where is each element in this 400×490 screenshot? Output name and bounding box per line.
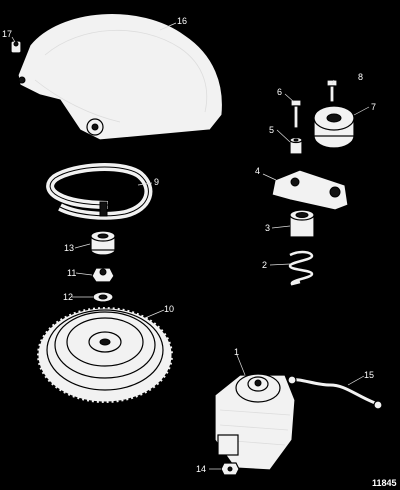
nut-part-11 xyxy=(91,267,115,283)
bushing-part-3 xyxy=(289,209,315,238)
bolt-part-6 xyxy=(290,99,302,129)
spacer-part-5 xyxy=(289,136,303,155)
leader-lines xyxy=(11,22,370,470)
callout-13: 13 xyxy=(64,243,74,253)
washer-part-12 xyxy=(92,291,114,303)
figure-reference-number: 11845 xyxy=(372,478,397,488)
callout-3: 3 xyxy=(265,223,270,233)
callout-9: 9 xyxy=(154,177,159,187)
callout-7: 7 xyxy=(371,102,376,112)
flywheel-cover-part-16 xyxy=(17,12,224,141)
drive-belt-part-9 xyxy=(46,163,153,220)
callout-6: 6 xyxy=(277,87,282,97)
idler-pulley-part-7 xyxy=(313,105,355,149)
callout-10: 10 xyxy=(164,304,174,314)
flywheel-part-10 xyxy=(35,305,175,405)
grommet-part-17 xyxy=(10,40,22,54)
callout-14: 14 xyxy=(196,464,206,474)
tensioner-bracket-part-4 xyxy=(271,169,349,211)
callout-16: 16 xyxy=(177,16,187,26)
bolt-part-8 xyxy=(326,79,338,103)
alternator-part-1 xyxy=(214,373,296,471)
cable-part-15 xyxy=(287,375,383,410)
callout-4: 4 xyxy=(255,166,260,176)
callout-1: 1 xyxy=(234,347,239,357)
callout-5: 5 xyxy=(269,125,274,135)
callout-8: 8 xyxy=(358,72,363,82)
callout-17: 17 xyxy=(2,29,12,39)
nut-part-14 xyxy=(220,462,240,476)
spring-part-2 xyxy=(288,250,314,286)
callout-11: 11 xyxy=(67,268,76,278)
pulley-spacer-part-13 xyxy=(90,230,116,256)
callout-12: 12 xyxy=(63,292,73,302)
callout-15: 15 xyxy=(364,370,374,380)
callout-2: 2 xyxy=(262,260,267,270)
